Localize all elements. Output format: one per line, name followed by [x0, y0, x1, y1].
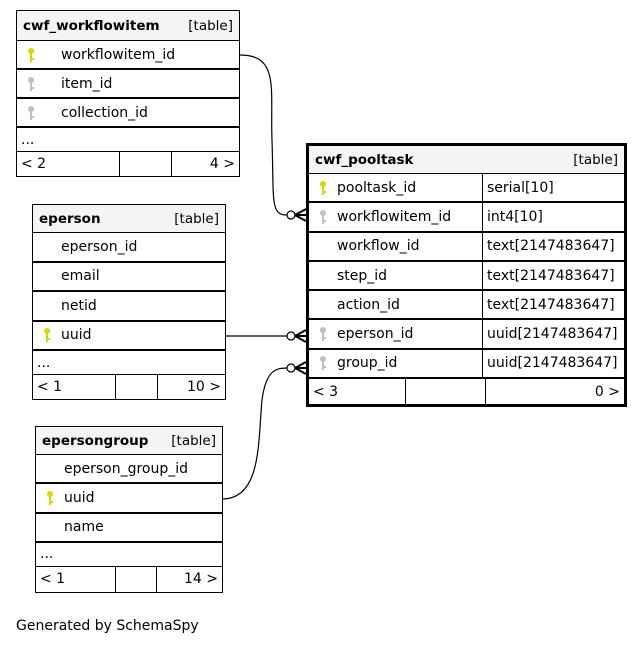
column-name: group_id — [337, 355, 398, 372]
column-name: step_id — [337, 267, 388, 284]
column-name: uuid — [64, 489, 95, 506]
children-count[interactable]: 4 > — [209, 156, 235, 172]
foreign-key-icon — [309, 355, 337, 371]
table-type: [table] — [174, 210, 219, 227]
foreign-key-icon — [17, 76, 45, 92]
column-type: uuid[2147483647] — [482, 349, 624, 378]
column-row[interactable]: eperson_group_id — [36, 455, 222, 485]
column-name: eperson_id — [61, 238, 138, 255]
primary-key-icon — [33, 327, 61, 343]
table-footer: < 1 14 > — [36, 566, 222, 592]
parents-count[interactable]: < 1 — [36, 566, 116, 592]
column-type: uuid[2147483647] — [482, 320, 624, 348]
footer-spacer — [406, 379, 486, 405]
column-name: action_id — [337, 296, 400, 313]
footer-spacer — [120, 152, 172, 176]
table-type: [table] — [188, 17, 233, 34]
footer-spacer — [116, 566, 157, 592]
foreign-key-icon — [309, 326, 337, 342]
column-name: name — [64, 519, 104, 536]
column-row[interactable]: group_id uuid[2147483647] — [309, 349, 624, 380]
column-row[interactable]: step_id text[2147483647] — [309, 261, 624, 292]
table-name: cwf_workflowitem — [23, 17, 160, 34]
column-name: workflowitem_id — [61, 46, 176, 63]
primary-key-icon — [309, 180, 337, 196]
column-row[interactable]: uuid — [36, 484, 222, 514]
table-footer: < 2 4 > — [17, 152, 239, 176]
column-name: pooltask_id — [337, 179, 417, 196]
column-type: text[2147483647] — [482, 291, 624, 319]
column-name: workflow_id — [337, 238, 420, 255]
more-columns[interactable]: ... — [17, 128, 239, 152]
table-name: epersongroup — [42, 432, 149, 449]
column-row[interactable]: eperson_id uuid[2147483647] — [309, 320, 624, 350]
column-name: eperson_id — [337, 326, 414, 343]
table-footer: < 3 0 > — [309, 379, 624, 405]
table-type: [table] — [171, 432, 216, 449]
column-row[interactable]: collection_id — [17, 99, 239, 128]
children-count[interactable]: 14 > — [184, 571, 218, 588]
table-name: cwf_pooltask — [315, 151, 414, 168]
column-row[interactable]: item_id — [17, 70, 239, 99]
table-cwf-pooltask[interactable]: cwf_pooltask [table] pooltask_id serial[10]… — [306, 143, 627, 408]
table-header[interactable]: cwf_pooltask [table] — [309, 146, 624, 174]
more-columns[interactable]: ... — [36, 543, 222, 567]
column-row[interactable]: workflowitem_id — [17, 41, 239, 70]
relation-workflowitem — [239, 54, 288, 216]
column-name: netid — [61, 297, 97, 314]
table-header[interactable]: epersongroup [table] — [36, 427, 222, 455]
column-name: email — [61, 268, 100, 285]
primary-key-icon — [17, 47, 45, 63]
column-row[interactable]: email — [33, 263, 225, 292]
footer-spacer — [116, 375, 158, 399]
generated-by-label: Generated by SchemaSpy — [16, 618, 199, 634]
column-row[interactable]: workflowitem_id int4[10] — [309, 203, 624, 233]
table-header[interactable]: eperson [table] — [33, 205, 225, 233]
column-row[interactable]: pooltask_id serial[10] — [309, 174, 624, 204]
table-type: [table] — [573, 151, 618, 168]
table-footer: < 1 10 > — [33, 375, 225, 399]
relation-epersongroup — [221, 367, 288, 500]
table-name: eperson — [39, 210, 101, 227]
column-type: serial[10] — [482, 174, 624, 202]
column-row[interactable]: eperson_id — [33, 233, 225, 263]
column-type: text[2147483647] — [482, 232, 624, 260]
more-columns[interactable]: ... — [33, 351, 225, 375]
parents-count[interactable]: < 3 — [309, 379, 406, 405]
table-header[interactable]: cwf_workflowitem [table] — [17, 11, 239, 41]
column-row[interactable]: uuid — [33, 322, 225, 351]
column-name: item_id — [61, 75, 113, 92]
foreign-key-icon — [17, 105, 45, 121]
parents-count[interactable]: < 2 — [17, 152, 120, 176]
parents-count[interactable]: < 1 — [33, 375, 116, 399]
column-name: collection_id — [61, 104, 148, 121]
column-row[interactable]: action_id text[2147483647] — [309, 291, 624, 321]
children-count[interactable]: 0 > — [594, 383, 620, 400]
column-type: text[2147483647] — [482, 261, 624, 290]
column-name: workflowitem_id — [337, 208, 452, 225]
column-row[interactable]: workflow_id text[2147483647] — [309, 232, 624, 262]
column-row[interactable]: netid — [33, 292, 225, 322]
column-row[interactable]: name — [36, 514, 222, 543]
primary-key-icon — [36, 490, 64, 506]
column-type: int4[10] — [482, 203, 624, 231]
foreign-key-icon — [309, 209, 337, 225]
column-name: eperson_group_id — [64, 460, 189, 477]
column-name: uuid — [61, 327, 92, 344]
children-count[interactable]: 10 > — [187, 379, 221, 395]
